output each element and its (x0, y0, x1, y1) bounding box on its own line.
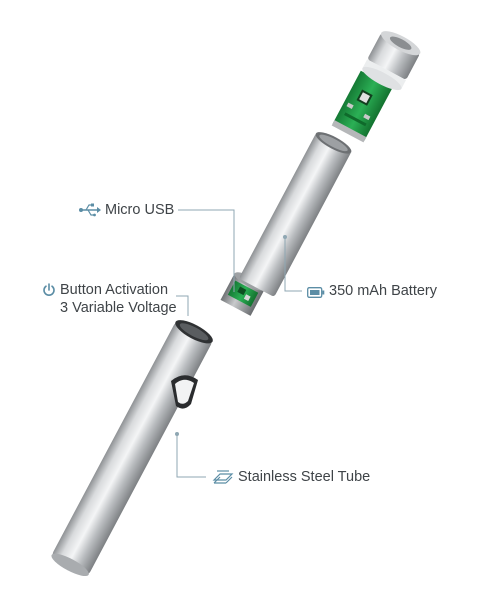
stainless-steel-tube-label: Stainless Steel Tube (238, 469, 371, 485)
steel-tube (51, 320, 213, 577)
micro-usb-callout-line (178, 209, 235, 292)
circuit-board (331, 70, 393, 143)
usb-icon (78, 203, 102, 222)
top-cap (362, 31, 421, 91)
button-callout-line (176, 295, 189, 316)
tube-callout-line (176, 435, 206, 478)
variable-voltage-label: 3 Variable Voltage (60, 300, 177, 316)
battery-callout-line (284, 238, 302, 292)
battery-tube (239, 132, 352, 297)
button-activation-label: Button Activation (60, 282, 169, 298)
micro-usb-label: Micro USB (105, 202, 175, 218)
battery-label: 350 mAh Battery (329, 283, 437, 299)
battery-icon (307, 285, 325, 303)
layered-sheets-icon (212, 470, 234, 489)
activation-button (171, 375, 198, 409)
power-icon (42, 283, 56, 302)
callout-lines (176, 209, 302, 478)
